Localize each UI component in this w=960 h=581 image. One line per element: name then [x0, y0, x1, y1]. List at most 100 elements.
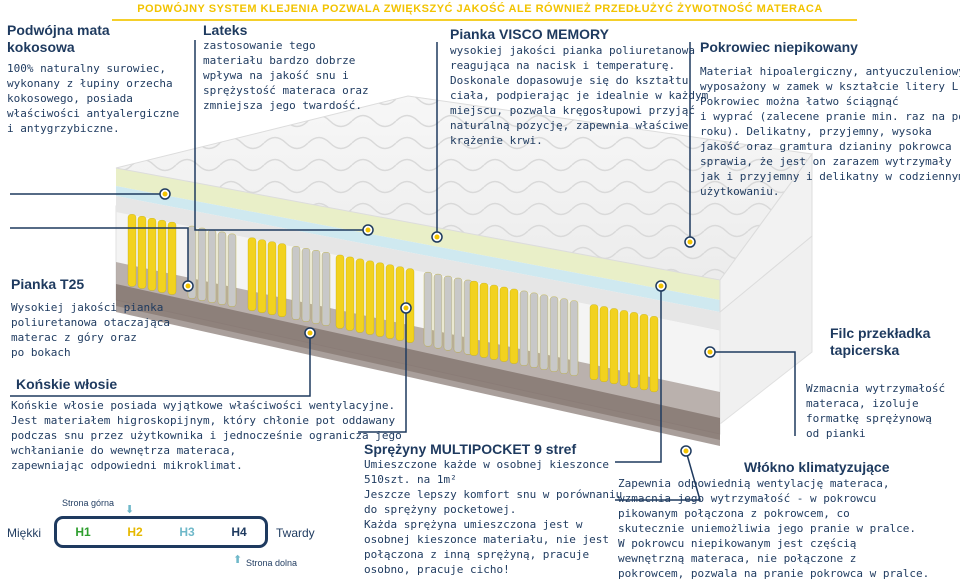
pocket-spring [217, 231, 227, 305]
text-line: podczas snu przez użytkownika i jednocze… [11, 429, 402, 442]
text-line: 100% naturalny surowiec, [7, 62, 166, 75]
text-line: osobnej kieszonce materiału, nie jest [364, 533, 610, 546]
firmness-scale: H1 H2 H3 H4 [54, 516, 268, 548]
text-line: poliuretanowa otaczająca [11, 316, 170, 329]
filc-title: Filc przekładka tapicerska [830, 325, 930, 359]
pokrowiec-title: Pokrowiec niepikowany [700, 39, 858, 55]
text-line: właściwości antyalergiczne [7, 107, 180, 120]
sprezyny-text: Umieszczone każde w osobnej kieszonce 510… [364, 457, 622, 577]
text-line: wyposażony w zamek w kształcie litery L. [700, 80, 960, 93]
sprezyny-title: Sprężyny MULTIPOCKET 9 stref [364, 441, 577, 457]
pocket-spring [479, 282, 489, 358]
firmness-level-h4: H4 [231, 525, 247, 539]
legend-left-label: Miękki [7, 526, 42, 540]
text-line: Pokrowiec można łatwo ściągnąć [700, 95, 899, 108]
legend-top-label: Strona górna [62, 498, 115, 508]
pokrowiec-text: Materiał hipoalergiczny, antyuczuleniowy… [700, 64, 960, 199]
text-line: i antygrzybiczne. [7, 122, 120, 135]
text-line: od pianki [806, 427, 866, 440]
filc-title-line: Filc przekładka [830, 325, 931, 341]
text-line: zmniejsza jego twardość. [203, 99, 362, 112]
lateks-title: Lateks [203, 22, 248, 38]
pocket-spring [609, 308, 619, 384]
wlosie-text: Końskie włosie posiada wyjątkowe właściw… [11, 398, 402, 473]
text-line: Jeszcze lepszy komfort snu w porównaniu [364, 488, 623, 501]
pocket-spring [227, 233, 237, 307]
pocket-spring [589, 304, 599, 380]
pocket-spring [247, 237, 257, 311]
text-line: reagująca na nacisk i temperaturę. [450, 59, 676, 72]
pocket-spring [443, 275, 453, 351]
top-banner: PODWÓJNY SYSTEM KLEJENIA POZWALA ZWIĘKSZ… [137, 3, 823, 15]
text-line: pokrowcem, pozwala na pranie pokrowca w … [618, 567, 930, 580]
legend-bottom-label: Strona dolna [246, 558, 298, 568]
pocket-spring [301, 248, 311, 322]
mata-text: 100% naturalny surowiec, wykonany z łupin… [7, 61, 179, 136]
pocket-spring [619, 310, 629, 386]
pocket-spring [375, 262, 385, 337]
pocket-spring [137, 216, 147, 289]
text-line: materaca, izoluje [806, 397, 919, 410]
text-line: Wysokiej jakości pianka [11, 301, 164, 314]
pocket-spring [385, 264, 395, 339]
text-line: miejscu, pozwala kręgosłupowi przyjąć [450, 104, 696, 117]
text-line: połączona z inną sprężyną, pracuje [364, 548, 590, 561]
pocket-spring [257, 239, 267, 313]
visco-title: Pianka VISCO MEMORY [450, 26, 609, 42]
pocket-spring [197, 227, 207, 301]
banner-underline [112, 19, 857, 21]
pocket-spring [345, 256, 355, 331]
text-line: Każda sprężyna umieszczona jest w [364, 518, 583, 531]
firmness-level-h2: H2 [127, 525, 143, 539]
pocket-spring [127, 214, 137, 287]
text-line: pikowanym połączona z pokrowcem, co [618, 507, 850, 520]
pocket-spring [549, 296, 559, 372]
text-line: skutecznie uniemożliwia jego pranie w pr… [618, 522, 917, 535]
pocket-spring [519, 290, 529, 366]
legend-right-label: Twardy [276, 526, 315, 540]
text-line: wykonany z łupiny orzecha [7, 77, 173, 90]
wlokno-title: Włókno klimatyzujące [744, 459, 890, 475]
text-line: Materiał hipoalergiczny, antyuczuleniowy… [700, 65, 960, 78]
pocket-spring [469, 281, 479, 356]
text-line: i wyprać (zalecene pranie min. raz na pó… [700, 110, 960, 123]
text-line: Końskie włosie posiada wyjątkowe właściw… [11, 399, 396, 412]
text-line: Zapewnia odpowiednią wentylację materaca… [618, 477, 890, 490]
text-line: użytkowaniu. [700, 185, 780, 198]
text-line: wpływa na jakość snu i [203, 69, 349, 82]
pocket-spring [267, 241, 277, 315]
arrow-down-icon: ⬇ [125, 504, 135, 516]
pocket-spring [311, 250, 321, 324]
wlokno-text: Zapewnia odpowiednią wentylację materaca… [618, 476, 929, 581]
text-line: Umieszczone każde w osobnej kieszonce [364, 458, 610, 471]
pocket-spring [629, 312, 639, 388]
text-line: Jest materiałem higroskopijnym, który ch… [11, 414, 396, 427]
text-line: W pokrowcu niepikowanym jest częścią [618, 537, 857, 550]
text-line: osobno, pracuje cicho! [364, 563, 510, 576]
pocket-spring [559, 298, 569, 374]
text-line: formatkę sprężynową [806, 412, 932, 425]
filc-title-line: tapicerska [830, 342, 900, 358]
pocket-spring [539, 294, 549, 370]
pocket-spring [277, 243, 287, 317]
text-line: jak i przyjemny i delikatny w codziennym [700, 170, 960, 183]
pocket-spring [291, 246, 301, 320]
pocket-spring [157, 220, 167, 293]
text-line: naturalną pozycję, zapewnia właściwe [450, 119, 689, 132]
text-line: wysokiej jakości pianka poliuretanowa [450, 44, 696, 57]
pocket-spring [499, 286, 509, 362]
pocket-spring [639, 314, 649, 390]
t25-title: Pianka T25 [11, 276, 85, 292]
arrow-up-icon: ⬆ [233, 554, 243, 566]
text-line: po bokach [11, 346, 71, 359]
text-line: 510szt. na 1m² [364, 473, 457, 486]
t25-text: Wysokiej jakości pianka poliuretanowa ota… [11, 300, 170, 360]
pocket-spring [649, 316, 659, 393]
text-line: wchłanianie do wewnętrza materaca, [11, 444, 237, 457]
text-line: wzmacnia jego wytrzymałość - w pokrowcu [618, 492, 877, 505]
pocket-spring [355, 258, 365, 333]
